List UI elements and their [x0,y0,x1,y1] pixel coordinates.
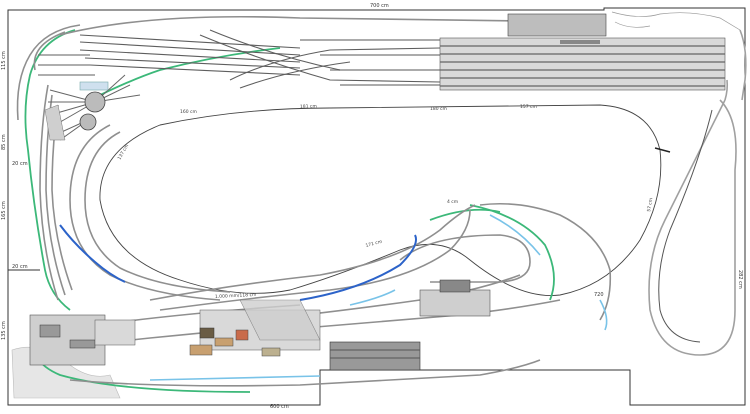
measurement-labels: 700 cm 600 cm 720 282 cm 115 cm 85 cm 16… [1,3,743,410]
inner-annotation-1: 181 cm [300,103,317,110]
left-small-label-2: 20 cm [12,264,28,270]
right-return-loop [648,29,747,356]
left-height-top-label: 115 cm [1,51,7,70]
left-height-bottom-label: 135 cm [1,321,7,340]
right-loop-inner-track [658,109,713,343]
loop-annotation-1: 171 cm [365,239,383,249]
top-width-label: 700 cm [370,3,389,9]
inner-annotation-4: 157 cm [520,104,537,110]
loop-annotation-2: 1.000 mm/118 cm [215,292,257,300]
inner-annotation-2: 180 cm [430,106,447,112]
right-curve-annotation: 57 cm [646,198,654,213]
blue-tracks [59,224,417,301]
turntable-roundhouse [44,74,141,141]
track-annotations: 181 cm 180 cm 160 cm 157 cm 137 cm 171 c… [117,103,655,300]
bottom-width-label: 600 cm [270,404,289,410]
left-height-mid-label: 85 cm [1,134,7,150]
right-height-label: 282 cm [737,270,743,289]
marker-dash [654,147,671,153]
left-small-label-1: 20 cm [12,161,28,167]
light-blue-tracks [149,214,608,381]
left-height-low-label: 165 cm [1,201,7,220]
ramp-tunnel [239,299,321,341]
green-track-loop [24,29,555,393]
inner-oval-outline [99,104,662,296]
scenery-top-right [611,11,741,31]
station-yard-top-right [439,13,726,91]
ramp-annotation: 4 cm [447,199,458,205]
mid-width-label: 720 [594,292,604,298]
yard-ladders [38,29,441,89]
layout-outline [7,7,746,406]
inner-annotation-3: 160 cm [180,109,197,115]
